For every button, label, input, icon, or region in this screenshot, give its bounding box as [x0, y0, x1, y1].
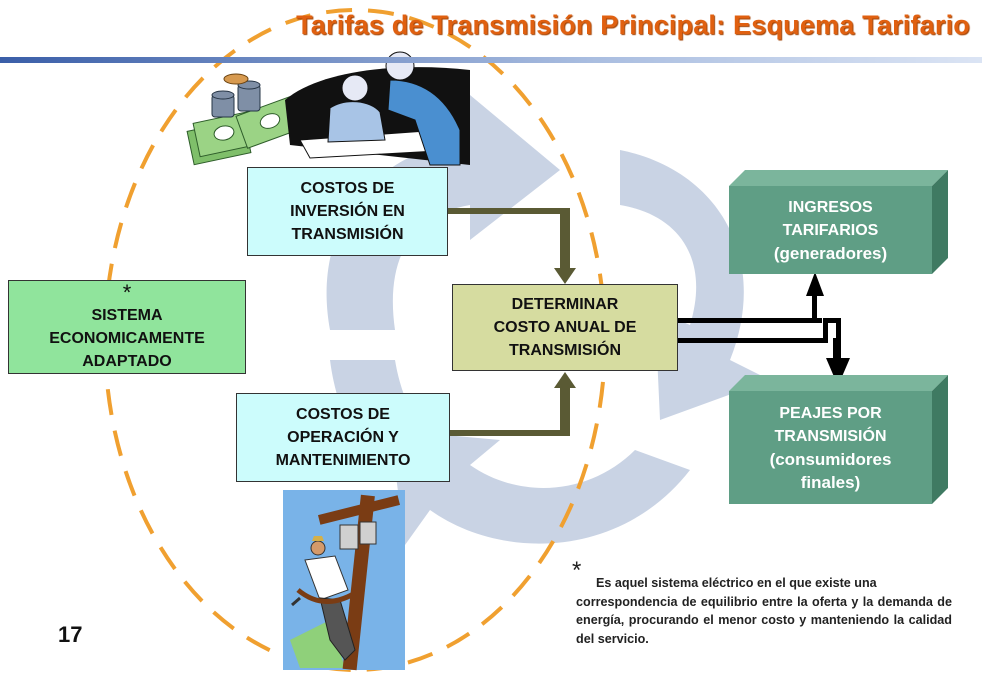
peajes-paren-1: (consumidores	[769, 449, 892, 469]
peajes-box: PEAJES POR TRANSMISIÓN (consumidores fin…	[729, 391, 932, 504]
operacion-box: COSTOS DE OPERACIÓN Y MANTENIMIENTO	[236, 393, 450, 482]
peajes-box-3d	[729, 375, 948, 504]
peajes-line-1: PEAJES POR	[779, 404, 882, 422]
money-stacks-icon	[186, 73, 305, 166]
operacion-line-1: COSTOS DE	[296, 406, 390, 423]
inversion-line-2: INVERSIÓN EN	[290, 203, 405, 220]
sistema-line-2: ECONOMICAMENTE	[49, 330, 205, 347]
sistema-line-3: ADAPTADO	[82, 353, 172, 370]
ingresos-line-2: TARIFARIOS	[782, 221, 879, 239]
peajes-line-2: TRANSMISIÓN	[774, 427, 887, 445]
connector-operacion-arrow	[448, 372, 576, 436]
peajes-paren-2: finales)	[800, 472, 861, 492]
inversion-line-3: TRANSMISIÓN	[291, 226, 404, 243]
ingresos-line-1: INGRESOS	[788, 198, 873, 216]
title-rule	[0, 57, 982, 63]
ingresos-paren: (generadores)	[773, 243, 888, 263]
footnote-line-1: Es aquel sistema eléctrico en el que exi…	[596, 576, 877, 590]
sistema-box: * SISTEMA ECONOMICAMENTE ADAPTADO	[8, 280, 246, 374]
footnote-star: *	[572, 557, 582, 584]
sistema-text-1: SISTEMA	[91, 307, 163, 324]
slide-number: 17	[58, 622, 83, 647]
output-arrows	[650, 272, 850, 386]
sistema-line-1: * SISTEMA	[91, 281, 162, 327]
connector-inversion-arrow	[448, 208, 576, 284]
ingresos-box-3d	[729, 170, 948, 274]
inversion-box: COSTOS DE INVERSIÓN EN TRANSMISIÓN	[247, 167, 448, 256]
determinar-line-2: COSTO ANUAL DE	[493, 319, 637, 336]
sistema-star: *	[122, 280, 132, 305]
operacion-line-3: MANTENIMIENTO	[275, 452, 411, 469]
footnote: * Es aquel sistema eléctrico en el que e…	[572, 559, 952, 648]
ingresos-box: INGRESOS TARIFARIOS (generadores)	[729, 186, 932, 274]
inversion-line-1: COSTOS DE	[300, 180, 395, 197]
determinar-box: DETERMINAR COSTO ANUAL DE TRANSMISIÓN	[452, 284, 678, 371]
office-workers-clipart-icon	[285, 51, 470, 166]
determinar-line-3: TRANSMISIÓN	[509, 342, 621, 359]
slide-title: Tarifas de Transmisión Principal: Esquem…	[296, 10, 970, 40]
lineman-on-pole-clipart-icon	[283, 490, 405, 671]
determinar-line-1: DETERMINAR	[511, 296, 619, 313]
operacion-line-2: OPERACIÓN Y	[287, 429, 399, 446]
footnote-rest: correspondencia de equilibrio entre la o…	[576, 594, 952, 646]
